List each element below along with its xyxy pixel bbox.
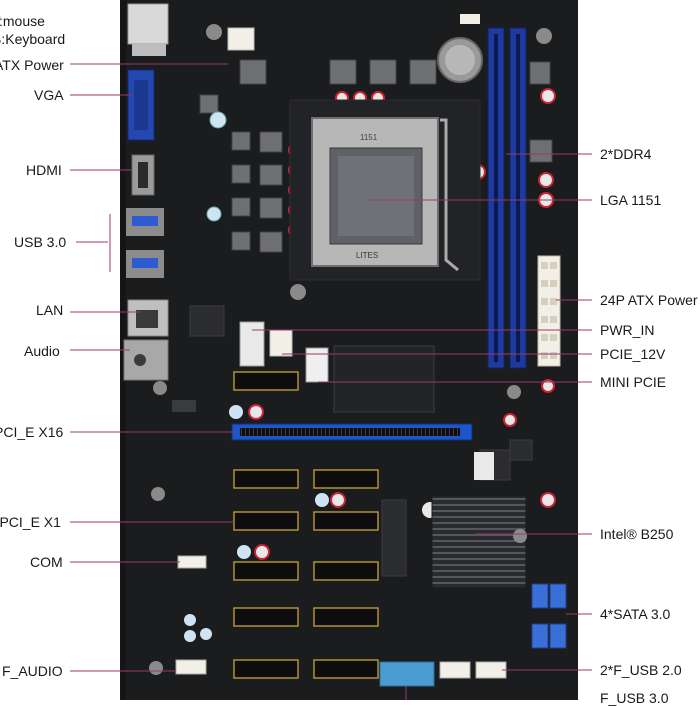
label-ps2-keyboard: B:Keyboard (0, 31, 66, 47)
label-f-usb30: F_USB 3.0 (600, 690, 669, 706)
usb30-port-1-tongue (132, 216, 158, 226)
ps2-port (127, 3, 169, 45)
label-pcie-x16: PCI_E X16 (0, 424, 64, 440)
usb30-port-2-tongue (132, 258, 158, 268)
label-intel-b250: Intel® B250 (600, 526, 674, 542)
label-audio: Audio (24, 343, 60, 359)
label-hdmi: HDMI (26, 162, 62, 178)
label-pwr-in: PWR_IN (600, 322, 655, 338)
lga-socket-pad (338, 156, 414, 236)
label-f-usb20: 2*F_USB 2.0 (600, 662, 682, 678)
atx-4pin (227, 27, 255, 51)
label-pcie-x1: *PCI_E X1 (0, 514, 61, 530)
label-lan: LAN (36, 302, 64, 318)
pcie-x1-slots (233, 371, 379, 679)
white-label (474, 452, 494, 480)
socket-top-text: 1151 (360, 133, 378, 142)
label-com: COM (30, 554, 63, 570)
label-ddr4: 2*DDR4 (600, 146, 652, 162)
f-usb20-header-1 (439, 661, 471, 679)
audio-jack (134, 354, 146, 366)
vrm-chokes (199, 59, 553, 253)
atx-24pin (537, 255, 561, 367)
label-sata: 4*SATA 3.0 (600, 606, 671, 622)
label-f-audio: F_AUDIO (2, 663, 63, 679)
label-24p-atx: 24P ATX Power (600, 292, 698, 308)
mini-pcie-area (333, 345, 435, 413)
socket-brand-text: LITES (356, 251, 378, 260)
socket-lever (440, 118, 459, 272)
f-usb20-header-2 (475, 661, 507, 679)
pcie-12v-connector (269, 329, 293, 357)
f-audio-header (175, 659, 207, 675)
chipset-heatsink (431, 495, 527, 589)
vga-port-inner (134, 80, 148, 130)
hdmi-port-inner (138, 162, 148, 188)
sata-ports (531, 583, 567, 649)
f-usb30-header (379, 661, 435, 687)
label-mini-pcie: MINI PCIE (600, 374, 667, 390)
lan-port-inner (136, 310, 158, 328)
com-header (177, 555, 207, 569)
label-vga: VGA (34, 87, 64, 103)
audio-port (123, 339, 169, 381)
mini-pcie-slot (305, 347, 329, 383)
label-usb30: USB 3.0 (14, 234, 67, 250)
label-pcie-12v: PCIE_12V (600, 346, 666, 362)
io-chip (172, 400, 196, 412)
label-ps2-mouse: T:mouse (0, 13, 45, 29)
fan-header (460, 14, 480, 24)
ps2-port-lower (132, 44, 166, 56)
label-lga1151: LGA 1151 (600, 192, 662, 208)
pwr-in-connector (239, 321, 265, 367)
label-atx-power: ATX Power (0, 57, 64, 73)
leader-lines (70, 63, 592, 700)
